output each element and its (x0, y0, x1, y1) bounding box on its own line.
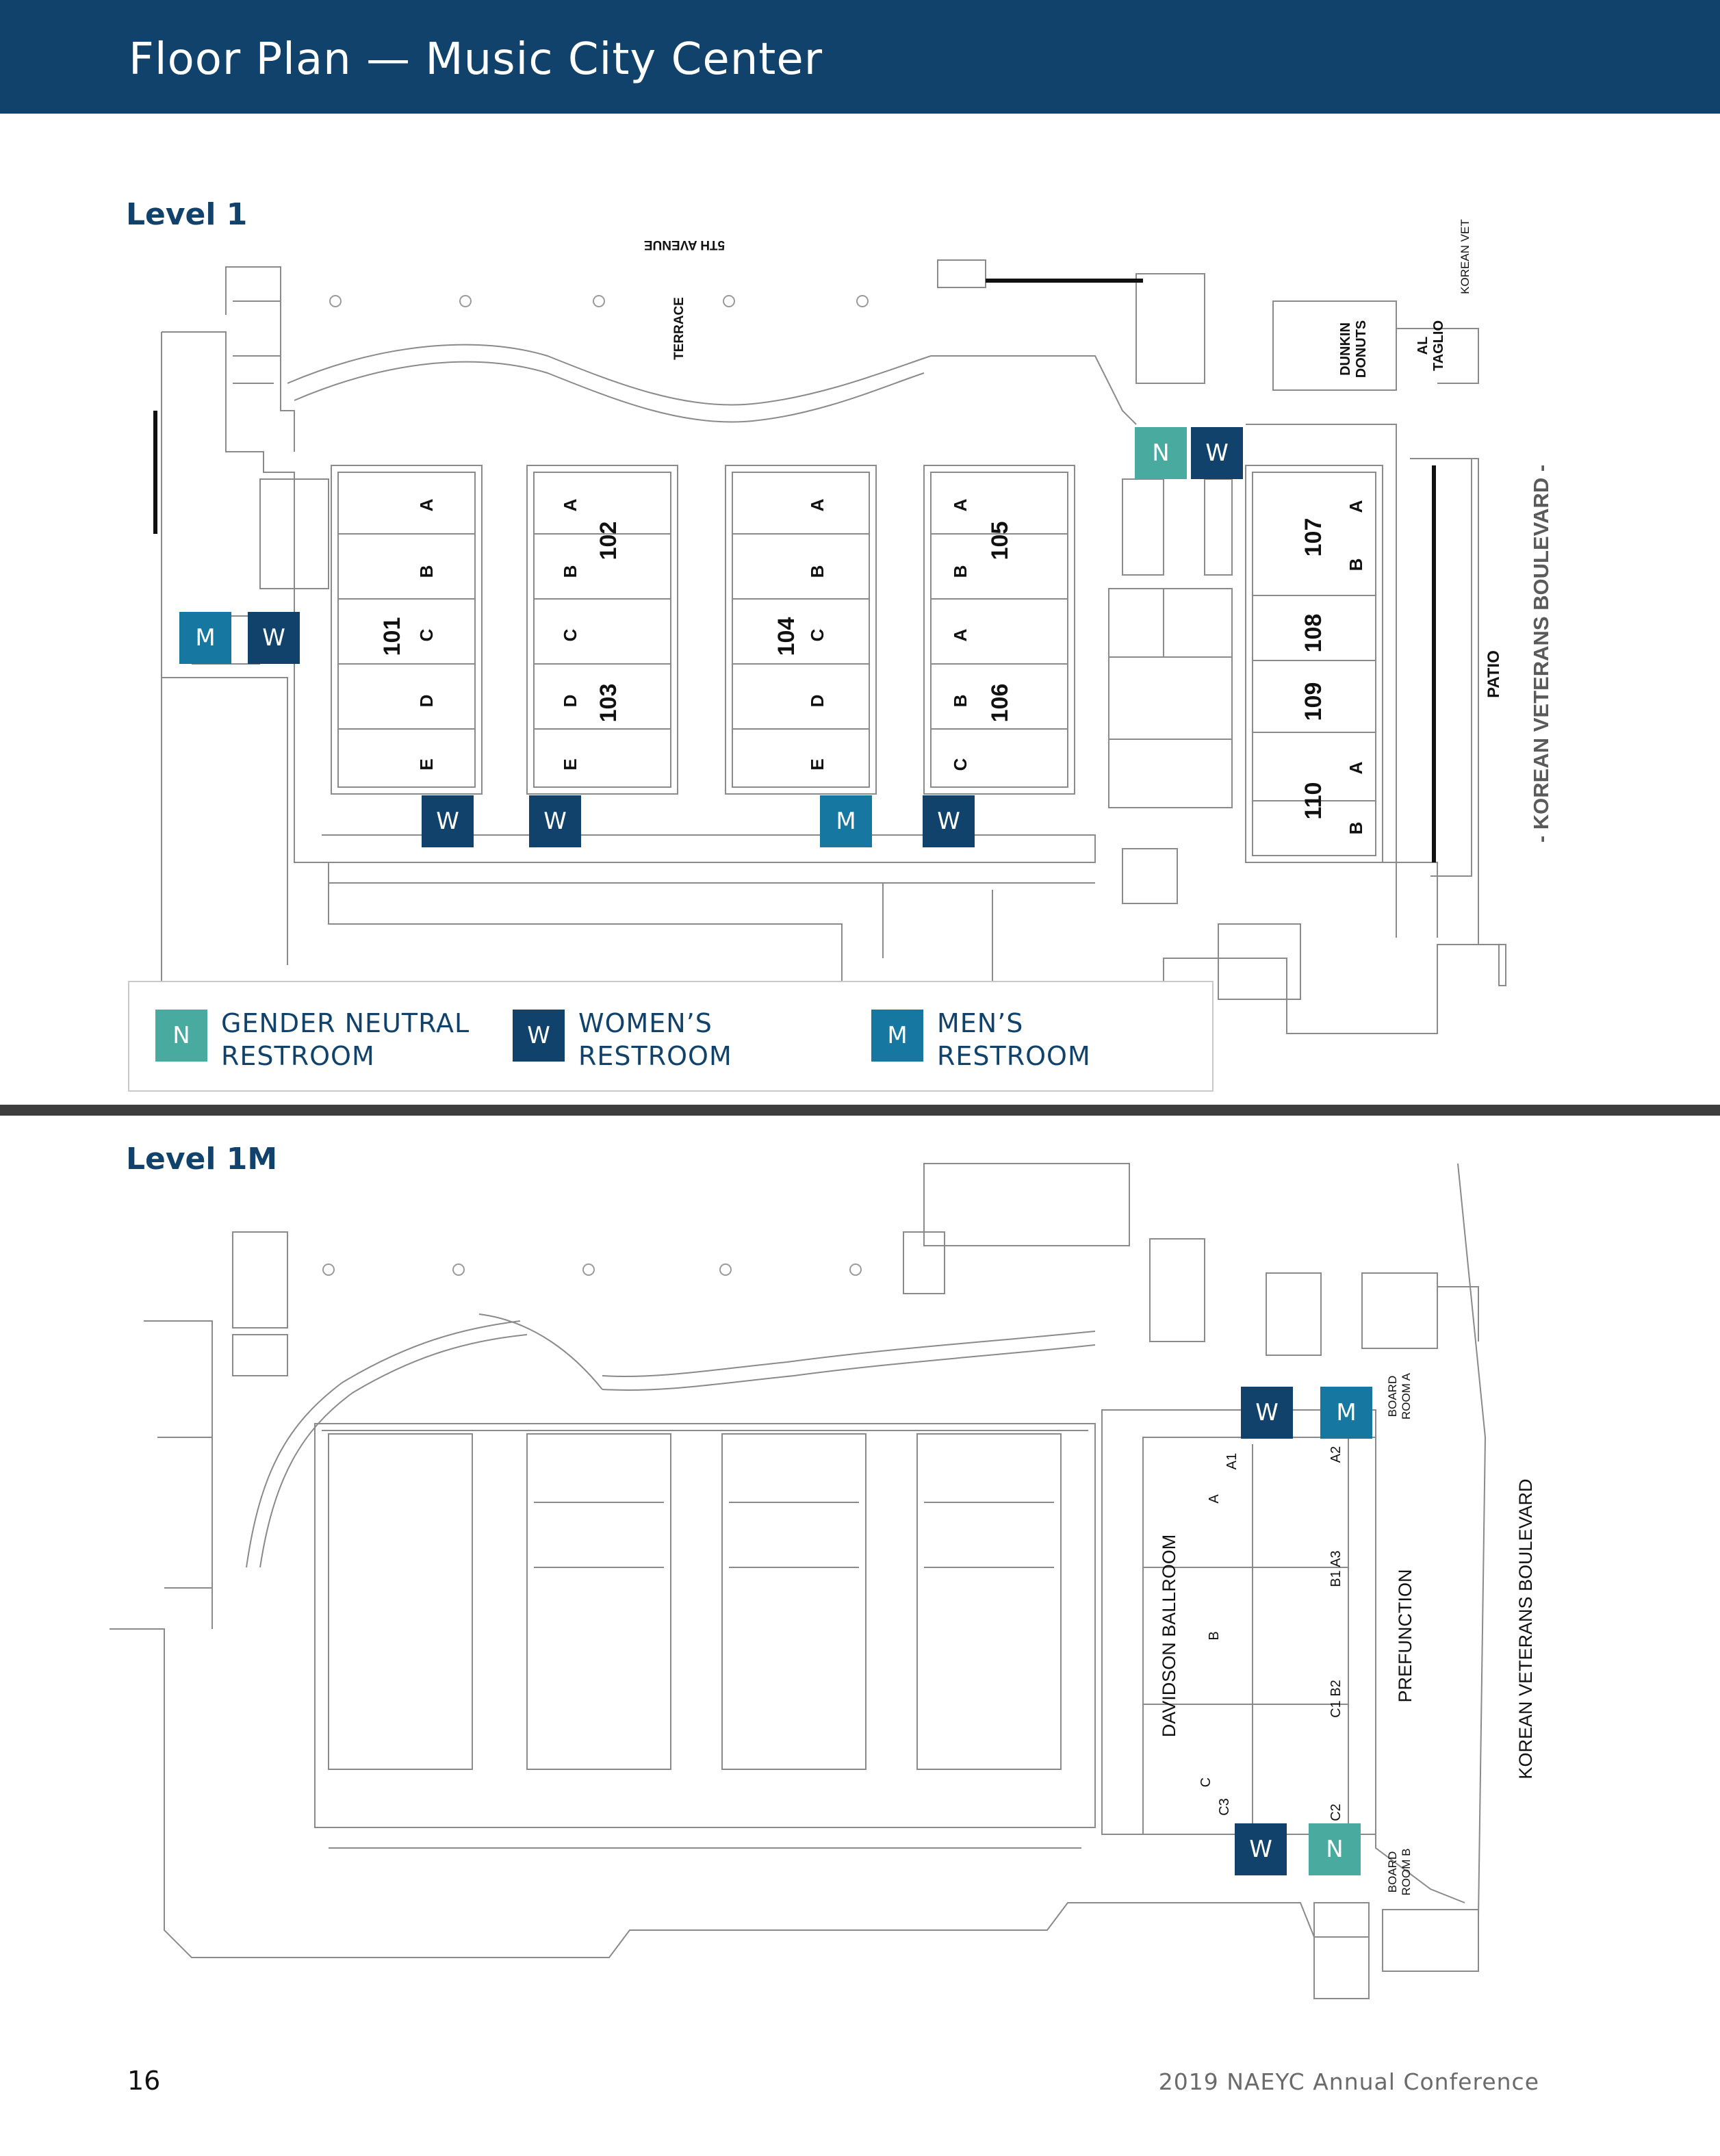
ballroom-section-c3: C3 (1217, 1798, 1232, 1816)
section-divider (0, 1105, 1720, 1116)
dunkin-label-line2: DONUTS (1354, 320, 1369, 378)
page-header: Floor Plan — Music City Center (0, 0, 1720, 114)
hall-106-section-b: B (950, 695, 971, 708)
hall-101-section-a: A (416, 498, 437, 511)
level-1m-floor-plan: DAVIDSON BALLROOM PREFUNCTION KOREAN VET… (110, 1163, 1536, 1999)
hall-107-number: 107 (1300, 518, 1326, 557)
ballroom-section-a1: A1 (1224, 1453, 1240, 1470)
hall-103-number: 103 (595, 684, 621, 723)
legend-neutral-line1: GENDER NEUTRAL (221, 1008, 470, 1038)
ballroom-section-c: C (1198, 1778, 1214, 1787)
ballroom-section-a2: A2 (1328, 1446, 1344, 1463)
restroom-women-badge: W (529, 795, 581, 847)
level-1-heading: Level 1 (126, 197, 248, 232)
hall-106-section-a: A (950, 628, 971, 641)
legend-women-badge: W (513, 1010, 565, 1062)
korean-vet-label: KOREAN VET (1459, 219, 1472, 294)
terrace-label: TERRACE (672, 297, 686, 360)
hall-101-number: 101 (379, 617, 405, 656)
conference-footer: 2019 NAEYC Annual Conference (1158, 2068, 1539, 2095)
dunkin-label-line1: DUNKIN (1338, 322, 1353, 376)
legend-women-line2: RESTROOM (578, 1041, 732, 1071)
board-room-b-line1: BOARD (1386, 1851, 1399, 1892)
boulevard-label-1m: KOREAN VETERANS BOULEVARD (1515, 1478, 1536, 1779)
hall-110-section-a: A (1346, 761, 1366, 774)
restroom-women-badge: W (248, 612, 300, 664)
page-number: 16 (127, 2066, 161, 2096)
hall-107-section-b: B (1346, 559, 1366, 572)
ballroom-section-b1-a3: B1 A3 (1328, 1550, 1344, 1587)
legend-men-line1: MEN’S (937, 1008, 1024, 1038)
hall-104-section-a: A (807, 498, 827, 511)
prefunction-label: PREFUNCTION (1395, 1569, 1415, 1703)
altaglio-label-line1: AL (1415, 337, 1430, 355)
restroom-women-badge: W (923, 795, 975, 847)
boulevard-label: - KOREAN VETERANS BOULEVARD - (1529, 465, 1553, 843)
level-1m-heading: Level 1M (126, 1142, 278, 1177)
hall-104-number: 104 (773, 617, 799, 656)
hall-106-section-c: C (950, 758, 971, 771)
hall-104-section-c: C (807, 628, 827, 641)
hall-110-section-b: B (1346, 822, 1366, 835)
hall-101-section-c: C (416, 628, 437, 641)
hall-101-section-e: E (416, 758, 437, 770)
patio-label: PATIO (1485, 650, 1503, 698)
hall-105-section-a: A (950, 498, 971, 511)
restroom-men-badge: M (820, 795, 872, 847)
board-room-a-line2: ROOM A (1400, 1372, 1413, 1420)
hall-103-section-d: D (560, 695, 580, 708)
hall-108-number: 108 (1300, 614, 1326, 653)
legend-neutral-line2: RESTROOM (221, 1041, 375, 1071)
hall-109-number: 109 (1300, 682, 1326, 721)
legend-neutral-badge: N (155, 1010, 207, 1062)
board-room-a-line1: BOARD (1386, 1376, 1399, 1417)
hall-107-section-a: A (1346, 500, 1366, 513)
legend-men-line2: RESTROOM (937, 1041, 1091, 1071)
restroom-neutral-badge: N (1135, 427, 1187, 479)
hall-105-number: 105 (987, 522, 1013, 561)
hall-104-section-d: D (807, 695, 827, 708)
hall-103-section-e: E (560, 758, 580, 770)
hall-105-section-b: B (950, 565, 971, 578)
altaglio-label-line2: TAGLIO (1431, 320, 1446, 371)
restroom-neutral-badge: N (1309, 1823, 1361, 1875)
ballroom-section-b: B (1207, 1631, 1222, 1640)
hall-102-section-a: A (560, 498, 580, 511)
hall-102-section-c: C (560, 628, 580, 641)
hall-104-section-e: E (807, 758, 827, 770)
hall-102-section-b: B (560, 565, 580, 578)
hall-102-number: 102 (595, 522, 621, 561)
board-room-b-line2: ROOM B (1400, 1849, 1413, 1896)
hall-106-number: 106 (987, 684, 1013, 723)
restroom-men-badge: M (179, 612, 231, 664)
restroom-women-badge: W (1191, 427, 1243, 479)
street-label-top: 5TH AVENUE (644, 238, 725, 252)
page-title: Floor Plan — Music City Center (129, 34, 823, 85)
restroom-women-badge: W (422, 795, 474, 847)
ballroom-label: DAVIDSON BALLROOM (1159, 1535, 1179, 1738)
ballroom-section-a: A (1207, 1494, 1222, 1504)
hall-101-section-d: D (416, 695, 437, 708)
restroom-men-badge: M (1320, 1387, 1372, 1439)
restroom-women-badge: W (1241, 1387, 1293, 1439)
restroom-women-badge: W (1235, 1823, 1287, 1875)
hall-101-section-b: B (416, 565, 437, 578)
legend-men-badge: M (871, 1010, 923, 1062)
hall-104-section-b: B (807, 565, 827, 578)
legend-women-line1: WOMEN’S (578, 1008, 713, 1038)
ballroom-section-c2: C2 (1328, 1804, 1344, 1821)
hall-110-number: 110 (1300, 782, 1326, 820)
level-1-floor-plan: 5TH AVENUE TERRACE DUNKIN DONUTS AL TAGL… (153, 219, 1553, 1034)
ballroom-section-c1-b2: C1 B2 (1328, 1680, 1344, 1718)
